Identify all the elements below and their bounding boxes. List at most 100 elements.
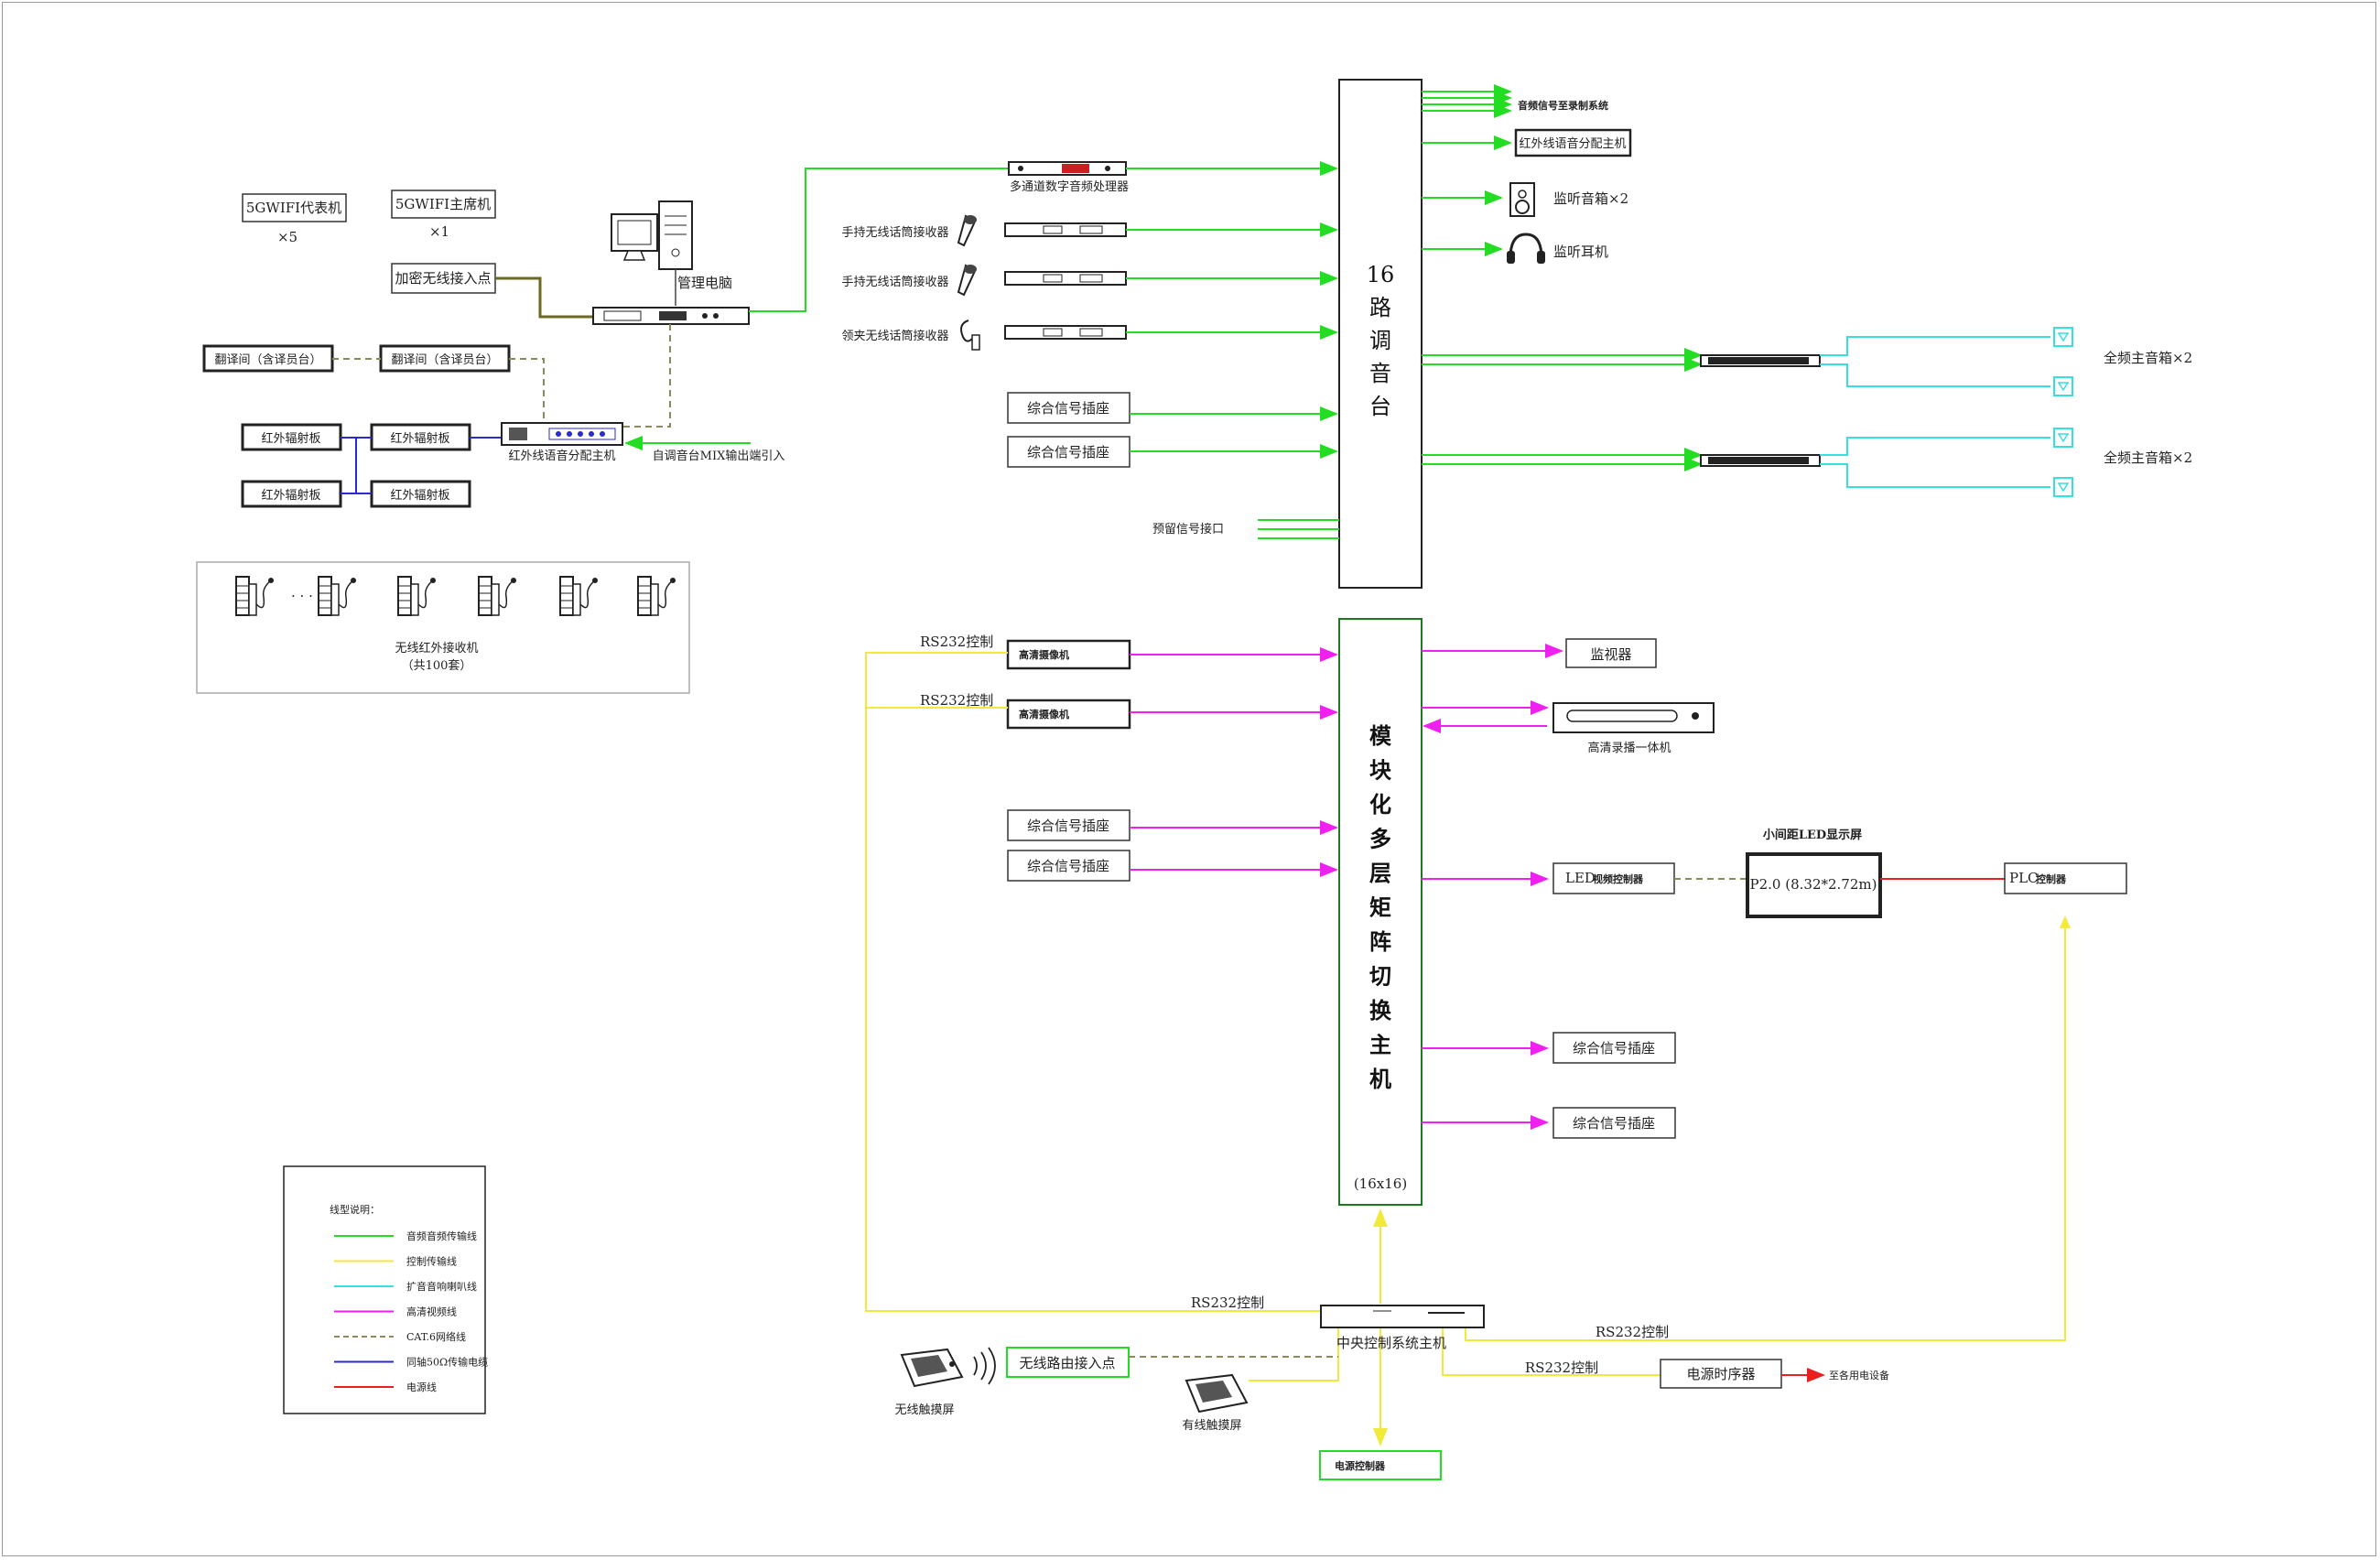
receivers-label: 无线红外接收机 xyxy=(395,641,478,655)
legend-items: 音频音频传输线控制传输线扩音音响喇叭线高清视频线CAT.6网络线同轴50Ω传输电… xyxy=(334,1230,488,1393)
dsp-device xyxy=(1008,161,1127,176)
wifi-rep-unit: 5GWIFI代表机 xyxy=(242,193,347,222)
matrix-char: 多 xyxy=(1369,826,1391,852)
reserve-lines xyxy=(1258,519,1339,539)
legend-item: 控制传输线 xyxy=(334,1255,457,1268)
matrix-char: 换 xyxy=(1369,997,1392,1024)
plc-controller: PLC 控制器 xyxy=(2004,862,2127,894)
led-screen-label: P2.0 (8.32*2.72m) xyxy=(1750,876,1877,893)
recording-out-lines xyxy=(1422,84,1512,118)
power-controller: 电源控制器 xyxy=(1319,1450,1442,1480)
full-range-speaker-icon xyxy=(2053,477,2073,497)
legend-label: 电源线 xyxy=(406,1381,437,1393)
wired-touch-label: 有线触摸屏 xyxy=(1182,1419,1241,1433)
receivers-ellipsis: · · · xyxy=(291,588,313,604)
full-range-1-label: 全频主音箱×2 xyxy=(2104,350,2192,366)
microphone-icon xyxy=(957,264,977,297)
amp-lines-2 xyxy=(1422,448,1703,471)
rs232-cam-1-label: RS232控制 xyxy=(920,634,993,650)
handheld-1-label: 手持无线话筒接收器 xyxy=(841,225,948,240)
wifi-rep-qty: ×5 xyxy=(277,229,298,245)
ap-to-switch-line xyxy=(495,276,593,319)
encrypted-ap-label: 加密无线接入点 xyxy=(395,270,491,287)
legend-label: 同轴50Ω传输电缆 xyxy=(406,1356,488,1369)
ir-panel-4-label: 红外辐射板 xyxy=(390,488,449,503)
matrix-switcher xyxy=(1338,618,1423,1206)
mixer-16ch xyxy=(1338,79,1423,589)
full-range-2-label: 全频主音箱×2 xyxy=(2104,450,2192,466)
matrix-char: 化 xyxy=(1369,791,1391,818)
legend-box xyxy=(283,1165,486,1414)
socket-3-label: 综合信号插座 xyxy=(1027,818,1109,834)
pc-label: 管理电脑 xyxy=(677,275,732,291)
legend-item: 电源线 xyxy=(334,1381,437,1393)
out-socket-2: 综合信号插座 xyxy=(1552,1107,1676,1139)
handheld-receiver-2 xyxy=(1004,271,1127,286)
full-range-speaker-icon xyxy=(2053,428,2073,448)
ir-panel-1-label: 红外辐射板 xyxy=(261,431,320,446)
headphones-icon xyxy=(1507,233,1545,264)
wireless-touch-label: 无线触摸屏 xyxy=(894,1403,954,1417)
legend-label: 高清视频线 xyxy=(406,1305,457,1318)
full-range-speaker-icon xyxy=(2053,376,2073,396)
led-screen: P2.0 (8.32*2.72m) xyxy=(1746,852,1882,918)
power-seq-label: 电源时序器 xyxy=(1686,1366,1755,1382)
encrypted-ap: 加密无线接入点 xyxy=(391,263,496,294)
ir-receiver-icon xyxy=(637,576,676,616)
switch-to-ir-host-line xyxy=(622,324,671,428)
led-controller: LED 视频控制器 xyxy=(1552,862,1675,894)
hd-camera-2: 高清摄像机 xyxy=(1006,699,1131,730)
translation-booth-1: 翻译间（含译员台） xyxy=(202,344,334,373)
power-seq-out-label: 至各用电设备 xyxy=(1829,1369,1889,1381)
matrix-char: 阵 xyxy=(1369,928,1391,955)
amp-lines-1 xyxy=(1422,348,1703,372)
ir-receiver-icon xyxy=(397,576,436,616)
rs232-cam-2-label: RS232控制 xyxy=(920,692,993,709)
full-range-speaker-icons xyxy=(2053,327,2073,497)
matrix-size: (16x16) xyxy=(1354,1175,1407,1192)
wifi-host-unit: 5GWIFI主席机 xyxy=(391,190,496,219)
camera-2-label: 高清摄像机 xyxy=(1019,708,1069,720)
legend-item: 同轴50Ω传输电缆 xyxy=(334,1356,488,1369)
headphones-label: 监听耳机 xyxy=(1553,244,1608,260)
central-host-label: 中央控制系统主机 xyxy=(1336,1335,1446,1351)
power-sequencer: 电源时序器 xyxy=(1660,1359,1782,1389)
receivers-count: （共100套） xyxy=(402,658,472,673)
mixer-char: 16 xyxy=(1367,262,1395,287)
matrix-char: 模 xyxy=(1369,722,1392,749)
touch-panel-icon xyxy=(900,1348,964,1388)
recorder-label: 高清录播一体机 xyxy=(1587,741,1671,755)
plc-arrowhead xyxy=(2060,915,2071,928)
ir-panel-4: 红外辐射板 xyxy=(370,480,471,508)
hd-camera-1: 高清摄像机 xyxy=(1006,639,1131,670)
wireless-router-label: 无线路由接入点 xyxy=(1019,1355,1115,1371)
lapel-receiver xyxy=(1004,325,1127,340)
ir-coax-lines xyxy=(341,432,503,494)
out-socket-1-label: 综合信号插座 xyxy=(1573,1040,1655,1056)
ir-receiver-icon xyxy=(478,576,516,616)
wired-touch-panel-icon xyxy=(1185,1373,1249,1414)
signal-socket-4: 综合信号插座 xyxy=(1007,850,1130,882)
power-amplifier-1 xyxy=(1700,354,1821,367)
signal-socket-1: 综合信号插座 xyxy=(1007,392,1130,424)
ir-panel-3-label: 红外辐射板 xyxy=(261,488,320,503)
rs232-left-label: RS232控制 xyxy=(1191,1295,1264,1311)
dsp-label: 多通道数字音频处理器 xyxy=(1010,179,1129,194)
lapel-mic-icon xyxy=(960,320,980,351)
recording-label: 音频信号至录制系统 xyxy=(1518,99,1608,112)
lapel-label: 领夹无线话筒接收器 xyxy=(841,329,948,343)
booth-1-label: 翻译间（含译员台） xyxy=(214,352,321,367)
ir-receivers-box xyxy=(196,561,690,694)
handheld-receiver-1 xyxy=(1004,222,1127,237)
mixer-char: 调 xyxy=(1369,328,1391,353)
socket-4-label: 综合信号插座 xyxy=(1027,858,1109,874)
ir-host-out-label: 红外线语音分配主机 xyxy=(1519,136,1626,151)
ir-panel-1: 红外辐射板 xyxy=(241,423,342,451)
rs232-right-label: RS232控制 xyxy=(1596,1324,1669,1340)
ir-receiver-icons xyxy=(235,576,676,616)
signal-socket-3: 综合信号插座 xyxy=(1007,809,1130,841)
wireless-router: 无线路由接入点 xyxy=(1006,1347,1130,1378)
booth-to-ir-host-line xyxy=(509,358,545,419)
network-switch xyxy=(592,307,750,325)
